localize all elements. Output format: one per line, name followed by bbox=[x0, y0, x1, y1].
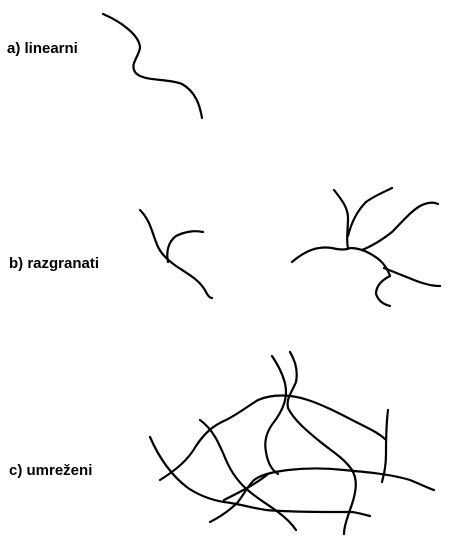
branched-large-backbone bbox=[292, 248, 390, 276]
branched-large-branch-1 bbox=[334, 190, 348, 248]
crosslinked-polymer-network bbox=[150, 352, 434, 534]
network-chain-4 bbox=[210, 469, 434, 523]
linear-chain bbox=[103, 14, 202, 118]
branched-large-branch-4 bbox=[384, 268, 440, 286]
network-chain-8 bbox=[224, 474, 268, 500]
branched-large-branch-2 bbox=[348, 188, 392, 236]
branched-polymer-large bbox=[292, 188, 440, 306]
network-chain-2 bbox=[160, 396, 386, 481]
network-chain-6 bbox=[288, 352, 356, 534]
network-chain-5 bbox=[265, 356, 286, 474]
branched-large-branch-5 bbox=[376, 276, 390, 306]
branched-large-branch-3 bbox=[362, 203, 438, 250]
linear-polymer-chain bbox=[103, 14, 202, 118]
branched-small-backbone bbox=[140, 210, 212, 298]
network-chain-7 bbox=[382, 410, 388, 482]
branched-polymer-small bbox=[140, 210, 212, 298]
branched-small-branch bbox=[167, 231, 203, 262]
network-chain-3 bbox=[200, 420, 296, 530]
